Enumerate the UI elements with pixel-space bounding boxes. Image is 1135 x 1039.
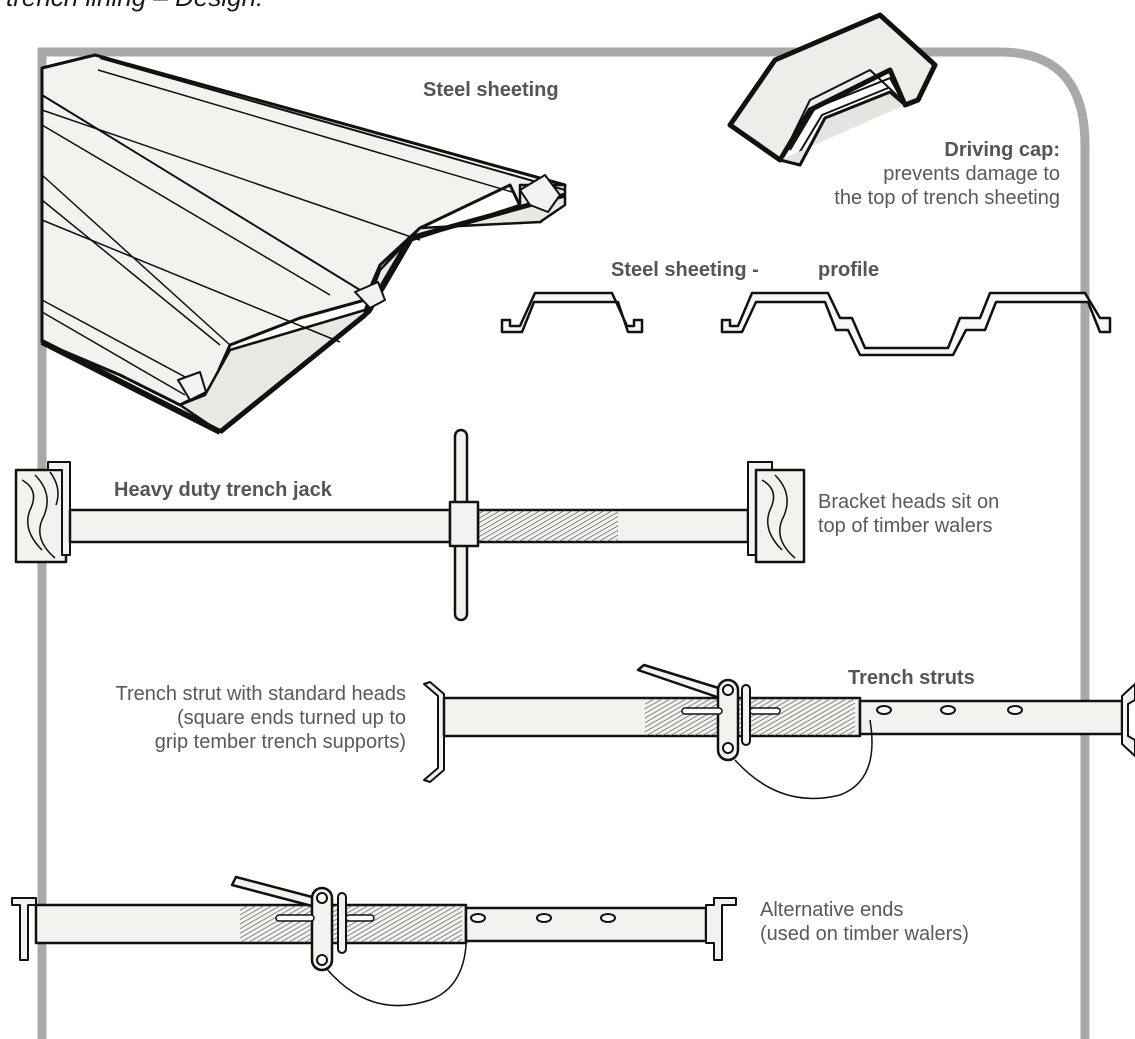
label-driving-cap-line2: the top of trench sheeting — [834, 187, 1060, 209]
label-strut-std-line2: (square ends turned up to — [176, 707, 406, 729]
label-profile-part1: Steel sheeting - — [611, 259, 759, 281]
label-steel-sheeting: Steel sheeting — [423, 79, 559, 101]
label-bracket-line1: Bracket heads sit on — [818, 491, 1000, 513]
label-trench-struts: Trench struts — [848, 667, 975, 689]
label-driving-cap-line1: prevents damage to — [883, 163, 1060, 185]
label-alt-line2: (used on timber walers) — [760, 923, 969, 945]
profile-single-pan — [500, 291, 644, 334]
profile-interlocked — [720, 291, 1112, 357]
label-strut-std-line1: Trench strut with standard heads — [115, 683, 406, 705]
label-trench-jack: Heavy duty trench jack — [114, 479, 332, 501]
trench-strut-standard-illustration — [423, 663, 1135, 800]
driving-cap-illustration — [727, 12, 938, 167]
label-alt-line1: Alternative ends — [760, 899, 904, 921]
steel-sheeting-illustration — [40, 53, 567, 435]
frame-border — [37, 47, 1090, 1039]
trench-jack-illustration — [14, 428, 806, 622]
timber-waler-right — [754, 468, 806, 564]
label-bracket-line2: top of timber walers — [818, 515, 993, 537]
page-title: trench lining – Design: — [6, 0, 263, 13]
trench-strut-alternative-illustration — [11, 875, 737, 1007]
label-strut-std-line3: grip tember trench supports) — [154, 731, 406, 753]
label-profile-part2: profile — [818, 259, 880, 281]
label-driving-cap-title: Driving cap: — [944, 139, 1060, 161]
